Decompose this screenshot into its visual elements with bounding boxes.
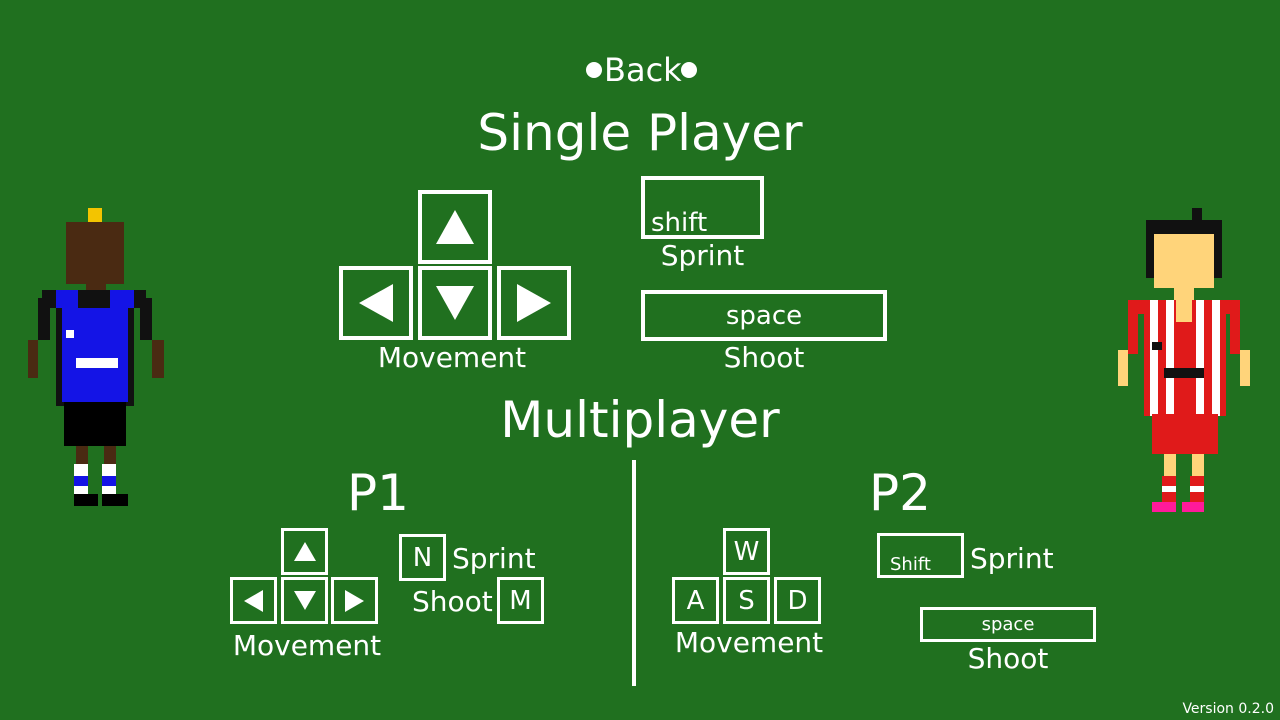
arrow-up-icon <box>436 210 474 244</box>
p2-title: P2 <box>869 464 931 522</box>
bullet-left-icon <box>586 62 602 78</box>
multiplayer-title: Multiplayer <box>500 391 780 449</box>
version-label: Version 0.2.0 <box>1182 701 1274 717</box>
p2-key-shoot: space <box>920 607 1096 642</box>
p1-movement-label: Movement <box>232 629 382 662</box>
single-sprint-label: Sprint <box>660 239 745 272</box>
p1-sprint-label: Sprint <box>452 542 536 575</box>
arrow-up-icon <box>293 542 316 561</box>
p2-shoot-key-label: space <box>981 613 1035 635</box>
single-player-title: Single Player <box>477 104 803 162</box>
space-key-label: space <box>725 300 803 331</box>
shift-key-label: shift <box>651 208 708 238</box>
player-one-sprite <box>0 0 170 520</box>
p2-sprint-label: Sprint <box>970 542 1054 575</box>
p2-key-w: W <box>723 528 770 575</box>
p2-key-w-label: W <box>733 536 760 567</box>
p2-movement-label: Movement <box>674 626 824 659</box>
p1-key-down <box>281 577 328 624</box>
p1-key-sprint: N <box>399 534 446 581</box>
arrow-left-icon <box>359 284 393 322</box>
key-shift: shift <box>641 176 764 239</box>
key-down <box>418 266 492 340</box>
player-two-sprite <box>1100 0 1270 520</box>
p2-key-a-label: A <box>686 585 705 616</box>
back-button[interactable]: Back <box>584 52 700 88</box>
p2-key-d: D <box>774 577 821 624</box>
p1-key-right <box>331 577 378 624</box>
arrow-down-icon <box>436 286 474 320</box>
back-label: Back <box>604 51 682 89</box>
p1-shoot-label: Shoot <box>412 585 493 618</box>
p2-sprint-key-label: Shift <box>890 554 931 575</box>
p1-sprint-key-label: N <box>412 542 433 573</box>
p2-key-sprint: Shift <box>877 533 964 578</box>
p2-key-d-label: D <box>787 585 808 616</box>
arrow-right-icon <box>517 284 551 322</box>
key-up <box>418 190 492 264</box>
single-shoot-label: Shoot <box>723 341 805 374</box>
p1-shoot-key-label: M <box>509 585 532 616</box>
p2-key-s: S <box>723 577 770 624</box>
p2-shoot-label: Shoot <box>967 642 1049 675</box>
arrow-down-icon <box>293 591 316 610</box>
bullet-right-icon <box>681 62 697 78</box>
p1-key-up <box>281 528 328 575</box>
p1-key-shoot: M <box>497 577 544 624</box>
key-left <box>339 266 413 340</box>
arrow-left-icon <box>244 589 263 612</box>
p1-title: P1 <box>347 464 409 522</box>
p1-key-left <box>230 577 277 624</box>
p2-key-s-label: S <box>738 585 755 616</box>
player-divider <box>632 460 636 686</box>
p2-key-a: A <box>672 577 719 624</box>
key-right <box>497 266 571 340</box>
arrow-right-icon <box>345 589 364 612</box>
key-space: space <box>641 290 887 341</box>
single-movement-label: Movement <box>377 341 527 374</box>
